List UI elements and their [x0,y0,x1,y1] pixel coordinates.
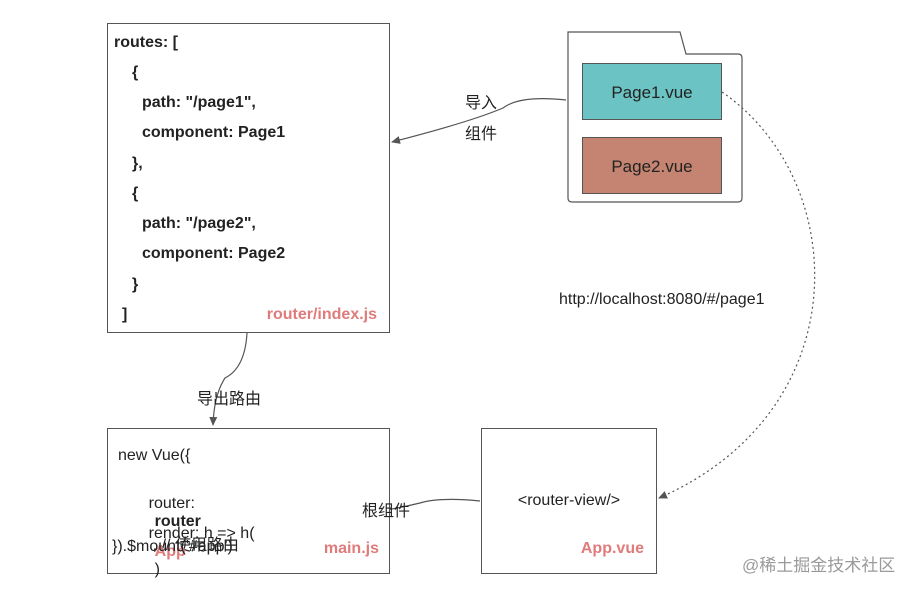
render-suffix: ) [154,561,160,578]
app-file-box: <router-view/> App.vue [481,428,657,574]
render-app: App [154,543,186,560]
router-comment: , // 使用路由 [152,537,239,554]
code-line: component: Page2 [142,245,286,262]
page2-label: Page2.vue [611,157,693,176]
code-line: }, [132,155,143,172]
router-view-tag: <router-view/> [517,492,621,509]
code-line: { [132,185,139,202]
import-arrow [391,98,567,144]
code-line: }).$mount('#app') [112,538,233,555]
root-component-label: 根组件 [362,503,411,520]
router-value: router [154,513,201,530]
router-file-box: routes: [ { path: "/page1", component: P… [107,23,390,333]
code-line: render: h => h( App ) [122,507,255,591]
url-label: http://localhost:8080/#/page1 [559,291,765,308]
render-prefix: render: h => h( [148,525,255,542]
page1-label: Page1.vue [611,83,693,102]
code-line: path: "/page1", [142,94,256,111]
main-file-box: new Vue({ router: router , // 使用路由 rende… [107,428,390,578]
main-filename: main.js [323,540,379,557]
page1-component: Page1.vue [582,63,722,120]
import-label-line1: 导入 [465,95,498,112]
code-line: routes: [ [114,34,178,51]
code-line: new Vue({ [118,447,191,464]
import-label-line2: 组件 [465,126,498,143]
watermark: @稀土掘金技术社区 [742,556,896,575]
export-route-label: 导出路由 [197,391,262,408]
code-line: router: router , // 使用路由 [122,477,239,573]
code-line: ] [122,306,128,323]
code-line: { [132,64,139,81]
export-route-arrow [209,332,248,426]
code-line: } [132,276,139,293]
code-line: component: Page1 [142,124,286,141]
router-key: router: [148,495,195,512]
page2-component: Page2.vue [582,137,722,194]
folder-outline [567,31,743,203]
router-filename: router/index.js [266,306,377,323]
app-filename: App.vue [580,540,644,557]
url-arrow [658,91,816,499]
code-line: path: "/page2", [142,215,256,232]
